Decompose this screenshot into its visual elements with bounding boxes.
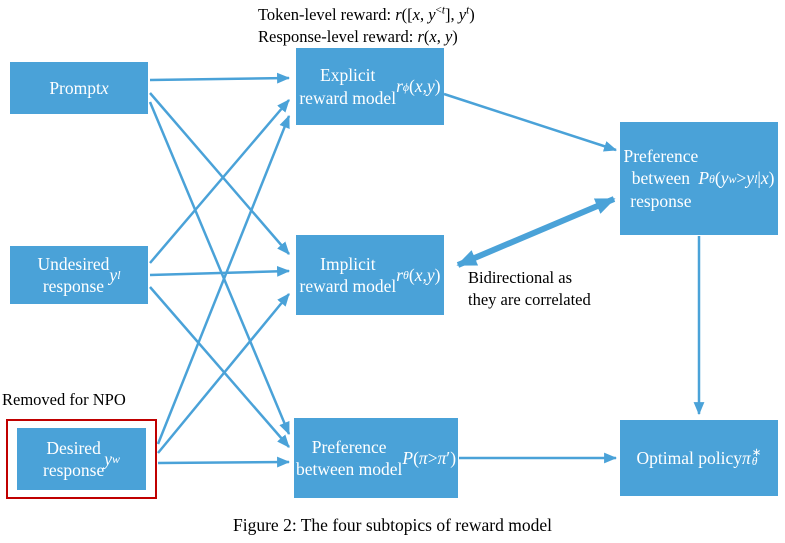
arrow-desired-to-implicit: [157, 293, 290, 454]
arrow-bidirectional-implicit-prefresponse: [456, 196, 616, 268]
arrow-prompt-to-explicit: [149, 72, 291, 84]
arrow-prompt-to-prefmodel: [148, 101, 291, 435]
token-level-reward-note: Token-level reward: r([x, y<t], yt): [258, 4, 475, 24]
arrow-explicit-to-prefresponse: [443, 92, 618, 152]
box-prompt: Prompt x: [10, 62, 148, 114]
arrow-undesired-to-prefmodel: [149, 286, 290, 448]
arrow-undesired-to-explicit: [149, 99, 290, 264]
response-level-reward-note: Response-level reward: r(x, y): [258, 27, 458, 46]
arrow-undesired-to-implicit: [149, 265, 291, 277]
arrow-desired-to-prefmodel: [157, 456, 291, 468]
arrow-desired-to-explicit: [156, 114, 291, 445]
arrow-prompt-to-implicit: [149, 92, 290, 255]
figure-caption: Figure 2: The four subtopics of reward m…: [233, 515, 552, 535]
removed-for-npo-note: Removed for NPO: [2, 390, 126, 409]
